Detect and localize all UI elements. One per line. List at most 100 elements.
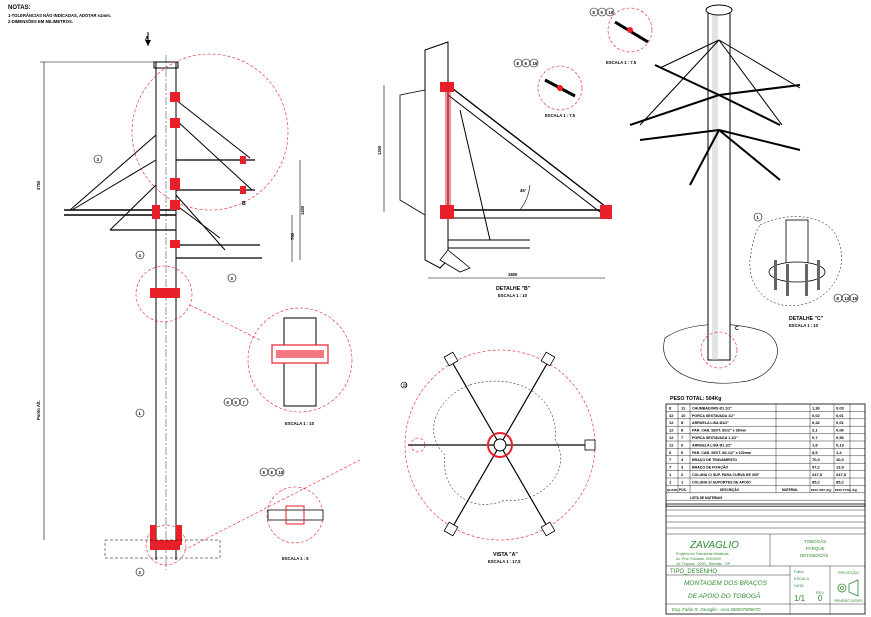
balloon	[135, 567, 145, 577]
iso-arms	[629, 64, 801, 186]
detail-b-brace-upper	[447, 84, 611, 211]
detail-b-column	[424, 41, 449, 269]
bom-cell-qty: 1	[681, 479, 684, 484]
detail-c-title: DETALHE "C"	[789, 316, 824, 322]
bom-footer: LISTA DE MATERIAIS	[690, 496, 722, 500]
bom-cell-total: 85,2	[836, 479, 845, 484]
bom-cell-qty: 11	[681, 405, 686, 410]
bom-header-total: PESO TOTAL (Kg)	[835, 488, 857, 492]
bom-cell-desc: BRAÇO DE FIXAÇÃO	[692, 465, 729, 470]
elevation-balloons: 3 4 1 3 2	[93, 154, 237, 577]
bom-cell-desc: PAR. CAB. SEXT. Ø1.1/2" x 102mm	[692, 451, 751, 455]
data-label: DATA	[794, 584, 804, 588]
bom-cell-unit: 8,5	[812, 450, 818, 455]
doc-type: TIPO_DESENHO	[670, 569, 717, 575]
bom-cell-desc: ARRUELA LISA Ø1.1/2"	[692, 443, 732, 447]
view-arrow-label: A	[145, 36, 149, 42]
connector	[240, 156, 246, 164]
detail-joint-circle	[247, 307, 353, 413]
connector	[152, 205, 160, 219]
total-weight: PESO TOTAL: 504Kg	[670, 396, 721, 402]
bom-cell-unit: 0,02	[812, 413, 821, 418]
bom-cell-pos: 12	[669, 442, 674, 447]
connector	[170, 118, 180, 128]
brace-right-3	[175, 194, 226, 251]
bom-cell-qty: 5	[681, 450, 684, 455]
bom-cell-desc: PORCA SEXTAVADA 1/2"	[692, 414, 735, 418]
dim-lower-height: Ponto Alt.	[36, 400, 41, 420]
detail-b-height: 1300	[377, 145, 382, 155]
client-line-2: PARQUE	[806, 546, 825, 551]
notes-line-1: 1-TOLERÂNCIAS NÃO INDICADAS, ADOTAR ±1mm…	[8, 13, 111, 18]
brace-right-4	[175, 204, 221, 239]
bom-cell-total: 0,56	[836, 435, 845, 440]
balloon-label: 3	[231, 276, 234, 281]
bom-cell-desc: PAR. CAB. SEXT. Ø1/2" x 38mm	[692, 429, 746, 433]
bom-cell-unit: 97,2	[812, 465, 821, 470]
bom-cell-unit: 0,7	[812, 435, 818, 440]
detail-b-scale: ESCALA 1 : 10	[498, 293, 528, 298]
bom-header-desc: DESCRIÇÃO	[720, 487, 740, 492]
bom-cell-pos: 42	[669, 413, 674, 418]
elevation-view: A	[36, 32, 305, 577]
detail-base-zoom: ESCALA 1 : 5 9 8 10	[259, 467, 324, 561]
svg-text:10: 10	[853, 296, 858, 301]
vista-a-title: VISTA "A"	[493, 552, 518, 558]
vista-a-column-ring	[487, 432, 513, 458]
joint-balloons: 6 5 7	[223, 397, 249, 407]
projection-value: PRIMEIRO DIEDRO	[834, 599, 864, 603]
base-plate	[267, 509, 324, 521]
projection-label: PROJEÇÃO	[838, 570, 859, 575]
detail-c-balloons: 8 12 10	[833, 293, 859, 303]
vista-a-end-plates	[443, 351, 596, 537]
bom-cell-total: 0,01	[836, 420, 845, 425]
revision-rows	[666, 509, 865, 614]
bom-cell-total: 0,06	[836, 428, 845, 433]
detail-b-angle: 45°	[520, 188, 527, 193]
detail-c-scale: ESCALA 1 : 10	[789, 323, 819, 328]
base-bolt-group	[285, 505, 305, 525]
ground-outline	[104, 539, 221, 559]
brace-right-2	[175, 119, 253, 191]
company-sub-3: Jd. Tropical - 0000 - Ribeirão - SP	[676, 562, 731, 566]
engineer: Eng. Fábio R. Zavaglio - crea 5060078896…	[672, 607, 761, 612]
connector	[170, 200, 180, 210]
iso-column	[707, 9, 731, 361]
bom-cell-desc: COLUNA C/ SUP. PARA CURVA DE 365°	[692, 473, 760, 477]
detail-b-view: 45° 1300 1600 DETALHE "B" ESCALA 1 : 10 …	[377, 41, 612, 298]
bom-cell-qty: 3	[681, 465, 684, 470]
bom-cell-qty: 6	[681, 442, 684, 447]
vista-a-column	[493, 438, 507, 452]
company-sub-1: Projetos em Estruturas Metálicas	[676, 552, 729, 556]
iso-detail-c-circle	[700, 331, 738, 369]
balloon-label: 3	[97, 157, 100, 162]
svg-text:10: 10	[609, 10, 614, 15]
bom-cell-total: 1,4	[836, 450, 842, 455]
brace-left-lower	[71, 159, 157, 211]
bom-cell-qty: 4	[681, 457, 684, 462]
detail-c-marker: C	[735, 326, 739, 332]
dim-arm-spacing: 750	[290, 232, 295, 240]
bom-cell-unit: 1,8	[812, 442, 818, 447]
detail-b-width: 1600	[508, 272, 518, 277]
bom-header-unit: PESO UNIT. (Kg)	[811, 488, 831, 492]
bom-cell-unit: 1,36	[812, 405, 821, 410]
bom-cell-pos: 7	[669, 465, 672, 470]
connector	[170, 240, 180, 248]
client-line-3: DETOBOGÃS	[800, 552, 828, 558]
detail-b-angle-arc	[519, 184, 531, 211]
iso-braces	[639, 39, 801, 126]
svg-text:9: 9	[601, 10, 604, 15]
brace-left-upper	[69, 134, 157, 211]
bom-cell-unit: 2,1	[812, 428, 818, 433]
joint-bolts	[276, 350, 324, 358]
bom-cell-pos: 6	[669, 450, 672, 455]
iso-view: C ESCALA 1 : 7.5 8 9 10	[589, 4, 801, 384]
bom-cell-desc: BRAÇO DE TRAVAMENTO	[692, 458, 737, 462]
detail-b-connectors	[440, 82, 612, 219]
bom-cell-qty: 7	[681, 435, 684, 440]
company-name: ZAVAGLIO	[689, 540, 739, 551]
revision-number: 0	[818, 594, 823, 603]
company-sub-2: Av. Prof. Eduardo, 000/0000	[676, 557, 721, 561]
